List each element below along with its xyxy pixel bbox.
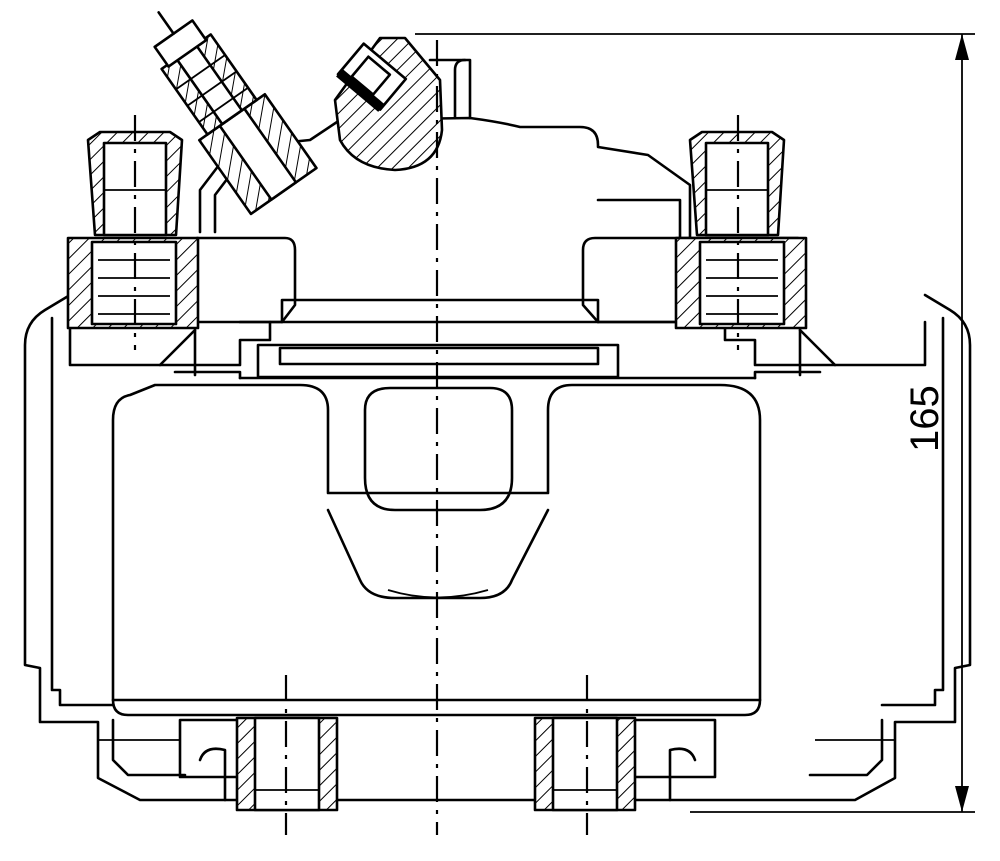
dimension-value: 165 bbox=[903, 385, 947, 452]
mount-ears bbox=[68, 236, 927, 380]
brake-line-fitting bbox=[333, 36, 444, 172]
lower-right-bolt bbox=[533, 716, 717, 812]
right-guide-pin bbox=[674, 130, 808, 330]
center-lines bbox=[133, 40, 740, 835]
dimension-arrow-bottom bbox=[955, 786, 969, 812]
dimension-arrow-top bbox=[955, 34, 969, 60]
height-dimension: 165 bbox=[415, 33, 975, 813]
bleeder-screw bbox=[153, 11, 318, 216]
caliper-housing-outline bbox=[23, 293, 972, 802]
left-guide-pin bbox=[66, 130, 200, 330]
lower-left-bolt bbox=[178, 716, 339, 812]
